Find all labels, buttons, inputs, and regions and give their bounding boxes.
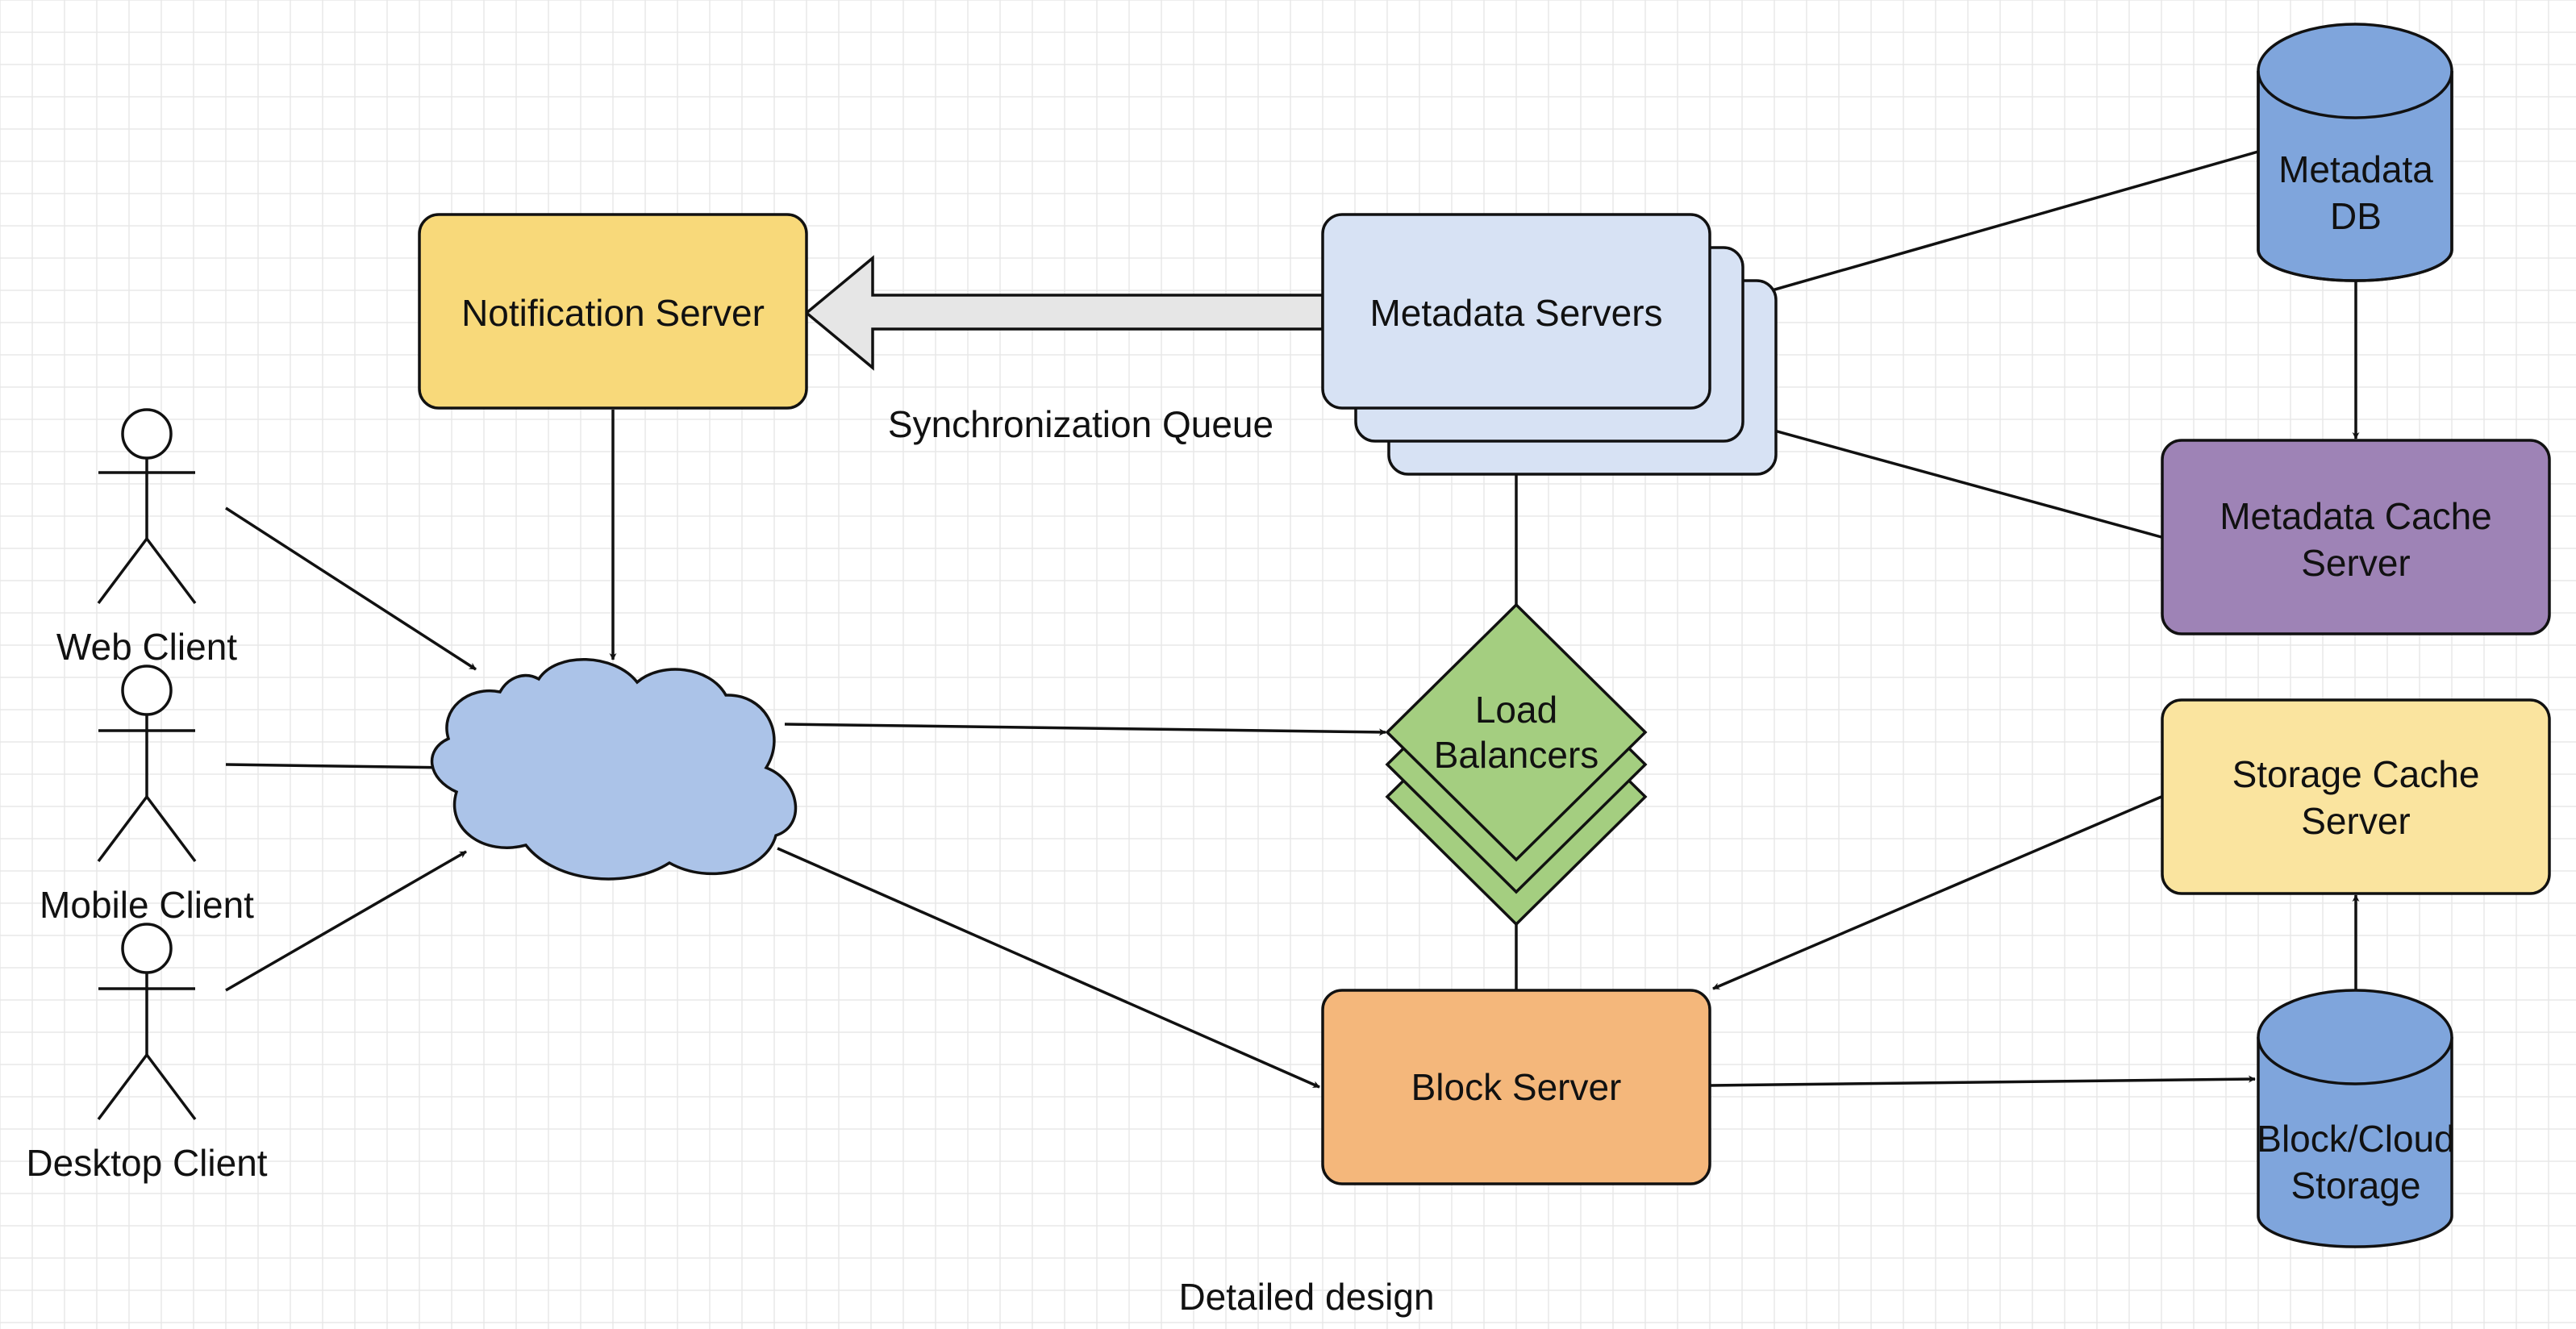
mobile-client[interactable]: Mobile Client xyxy=(40,664,254,926)
arrow-metadata-cache-to-metadata-servers[interactable] xyxy=(1709,410,2162,539)
desktop-client[interactable]: Desktop Client xyxy=(26,923,268,1184)
desktop-client-label: Desktop Client xyxy=(26,1142,267,1184)
arrow-web-client-to-cloud[interactable] xyxy=(225,506,477,671)
arrow-mobile-client-to-cloud[interactable] xyxy=(225,763,452,772)
desktop-client-icon xyxy=(121,923,173,974)
notification-server[interactable]: Notification Server xyxy=(418,213,808,410)
load-balancers-label-line2: Balancers xyxy=(1434,734,1599,776)
storage-cache-server-label-line2: Server xyxy=(2301,800,2410,842)
arrow-cloud-to-block-server[interactable] xyxy=(777,847,1320,1089)
block-server-label: Block Server xyxy=(1411,1066,1622,1108)
metadata-db-label-line1: Metadata xyxy=(2278,148,2433,190)
block-server[interactable]: Block Server xyxy=(1321,989,1711,1185)
metadata-server-front[interactable] xyxy=(1321,213,1711,410)
arrow-block-server-to-block-storage[interactable] xyxy=(1709,1075,2256,1087)
arrow-cloud-to-load-balancers[interactable] xyxy=(784,723,1386,736)
load-balancer-front[interactable] xyxy=(1385,602,1648,862)
metadata-servers-label: Metadata Servers xyxy=(1369,292,1662,334)
arrow-storage-cache-to-block-server[interactable] xyxy=(1712,795,2162,990)
mobile-client-label: Mobile Client xyxy=(40,884,254,926)
diagram-caption: Detailed design xyxy=(1178,1276,1434,1318)
metadata-db-label-line2: DB xyxy=(2330,195,2382,237)
mobile-client-icon xyxy=(121,664,173,716)
web-client-label: Web Client xyxy=(56,626,237,668)
web-client-icon xyxy=(121,408,173,460)
block-cloud-storage-label-line1: Block/Cloud xyxy=(2257,1118,2454,1160)
notification-server-label: Notification Server xyxy=(461,292,765,334)
metadata-servers[interactable]: Metadata Servers xyxy=(1321,213,1778,476)
synchronization-queue-label: Synchronization Queue xyxy=(888,403,1273,445)
block-cloud-storage-label-line2: Storage xyxy=(2290,1164,2420,1206)
arrow-metadata-db-to-metadata-servers[interactable] xyxy=(1709,150,2259,310)
metadata-cache-server-label-line2: Server xyxy=(2301,542,2410,584)
block-cloud-storage[interactable]: Block/Cloud Storage xyxy=(2257,989,2455,1248)
metadata-db[interactable]: Metadata DB xyxy=(2257,23,2453,282)
synchronization-queue-arrow[interactable] xyxy=(804,255,1324,371)
connectors xyxy=(225,150,2360,1089)
synchronization-queue[interactable]: Synchronization Queue xyxy=(804,255,1324,445)
metadata-cache-server-label-line1: Metadata Cache xyxy=(2220,495,2492,537)
load-balancers-label-line1: Load xyxy=(1475,689,1557,731)
metadata-cache-server[interactable]: Metadata Cache Server xyxy=(2161,439,2551,635)
arrow-desktop-client-to-cloud[interactable] xyxy=(225,850,467,992)
storage-cache-server[interactable]: Storage Cache Server xyxy=(2161,698,2551,895)
internet-cloud-icon[interactable] xyxy=(430,657,798,881)
storage-cache-server-label-line1: Storage Cache xyxy=(2232,753,2480,795)
web-client[interactable]: Web Client xyxy=(56,408,237,668)
load-balancers[interactable]: Load Balancers xyxy=(1385,602,1648,927)
